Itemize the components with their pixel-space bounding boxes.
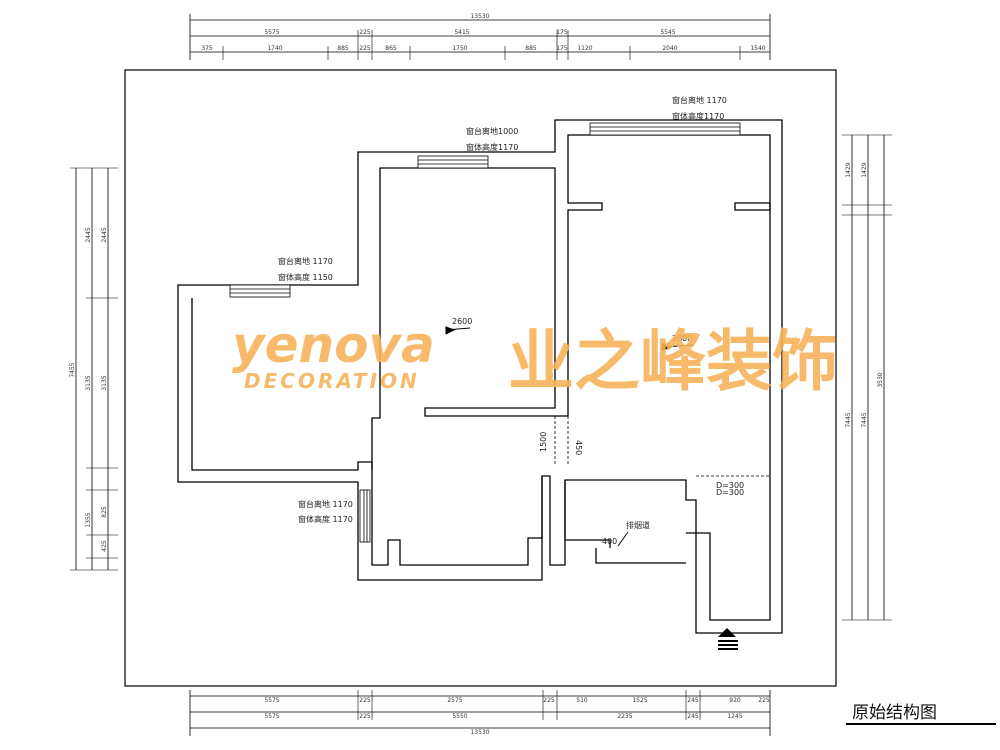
note-window-d-2: 窗体高度 1170 — [298, 514, 353, 524]
bottom-dim-j: 5575 — [264, 713, 279, 720]
bottom-dim-i: 225 — [758, 697, 770, 704]
right-total-dim: 3530 — [877, 372, 884, 387]
beam-note-3: D=300 — [716, 481, 744, 490]
note-window-a-1: 窗台离地 1170 — [278, 256, 333, 266]
annotations: 窗台离地 1170 窗体高度 1150 窗台离地1000 窗体高度1170 窗台… — [278, 95, 744, 547]
watermark-cn: 业之峰装饰 — [508, 323, 838, 400]
top-dim-e: 5545 — [660, 29, 675, 36]
top-dim-a: 5575 — [264, 29, 279, 36]
beam-note-4: D=300 — [716, 488, 744, 497]
top-dim-p: 1540 — [750, 45, 765, 52]
bottom-dim-h: 920 — [729, 697, 741, 704]
note-window-c-2: 窗体高度1170 — [672, 111, 724, 121]
note-window-d-1: 窗台离地 1170 — [298, 499, 353, 509]
top-dim-i: 225 — [359, 45, 371, 52]
left-dim-d: 425 — [101, 540, 108, 552]
room-height-1: 2600 — [452, 317, 472, 326]
top-dim-j: 865 — [385, 45, 397, 52]
top-total-dim: 13530 — [470, 13, 489, 20]
bottom-dim-g: 245 — [687, 697, 699, 704]
note-window-b-2: 窗体高度1170 — [466, 142, 518, 152]
left-dim-b: 3135 — [85, 375, 92, 390]
top-dim-n: 1120 — [577, 45, 592, 52]
note-window-c-1: 窗台离地 1170 — [672, 95, 727, 105]
top-dim-b: 225 — [359, 29, 371, 36]
bottom-dim-m: 2235 — [617, 713, 632, 720]
flue-label: 排烟道 — [626, 520, 650, 530]
caption-box: 原始结构图 — [846, 703, 996, 725]
room-markers — [445, 326, 695, 352]
drawing-caption: 原始结构图 — [852, 703, 937, 723]
bottom-total-dim: 13530 — [470, 729, 489, 736]
outer-wall-outline — [177, 119, 783, 634]
top-dim-d: 175 — [556, 29, 568, 36]
beams — [554, 416, 770, 477]
watermark-logo: yenova DECORATION 业之峰装饰 — [232, 316, 838, 400]
right-dim-a2: 1429 — [861, 162, 868, 177]
watermark-sub: DECORATION — [244, 369, 420, 393]
bottom-dim-k: 225 — [359, 713, 371, 720]
right-dim-c: 7445 — [845, 412, 852, 427]
right-dimensions: 1429 1429 7445 7445 3530 — [842, 134, 892, 621]
left-dim-a2: 2445 — [101, 227, 108, 242]
flue-leader — [617, 531, 629, 547]
walls — [177, 119, 783, 634]
beam-note-1: 1500 — [539, 432, 548, 452]
window-middle — [417, 155, 489, 169]
window-bottom — [359, 489, 371, 543]
bottom-dim-f: 1525 — [632, 697, 647, 704]
bottom-dim-b: 225 — [359, 697, 371, 704]
room-height-2: 2600 — [672, 334, 692, 343]
left-dim-a: 2445 — [85, 227, 92, 242]
top-dimensions: 13530 5575 225 5415 175 5545 375 1740 88… — [189, 13, 771, 60]
inner-wall-left — [191, 298, 543, 566]
drawing-frame — [124, 69, 837, 687]
top-dim-m: 175 — [556, 45, 568, 52]
wall-stub-right — [734, 202, 771, 211]
entrance-arrow-icon — [718, 628, 738, 650]
bottom-dim-a: 5575 — [264, 697, 279, 704]
window-left — [229, 284, 291, 298]
left-dim-c: 825 — [101, 506, 108, 518]
bottom-dim-l: 5550 — [452, 713, 467, 720]
bottom-dimensions: 5575 225 2575 225 510 1525 245 920 225 5… — [189, 690, 771, 736]
bottom-dim-c: 2575 — [447, 697, 462, 704]
left-dimensions: 7455 2445 2445 3135 3135 825 425 1355 — [69, 167, 118, 571]
note-window-a-2: 窗体高度 1150 — [278, 272, 333, 282]
left-dim-b2: 3135 — [101, 375, 108, 390]
top-dim-g: 1740 — [267, 45, 282, 52]
inner-wall-right — [371, 134, 771, 621]
right-dim-a: 1429 — [845, 162, 852, 177]
left-total-dim: 7455 — [69, 362, 76, 377]
windows — [229, 122, 741, 543]
right-dim-c2: 7445 — [861, 412, 868, 427]
watermark-latin: yenova — [232, 316, 435, 374]
beam-note-2: 450 — [574, 440, 583, 455]
kitchen-wall — [564, 480, 611, 548]
bottom-dim-d: 225 — [543, 697, 555, 704]
shaft-wall — [595, 548, 686, 564]
flue-dim: 400 — [602, 537, 617, 546]
top-dim-f: 375 — [201, 45, 213, 52]
top-dim-l: 885 — [525, 45, 537, 52]
note-window-b-1: 窗台离地1000 — [466, 126, 518, 136]
left-dim-e: 1355 — [85, 512, 92, 527]
window-right — [589, 122, 741, 136]
top-dim-k: 1750 — [452, 45, 467, 52]
top-dim-o: 2040 — [662, 45, 677, 52]
top-dim-h: 885 — [337, 45, 349, 52]
bottom-dim-o: 1245 — [727, 713, 742, 720]
top-dim-c: 5415 — [454, 29, 469, 36]
bottom-dim-e: 510 — [576, 697, 588, 704]
bottom-dim-n: 245 — [687, 713, 699, 720]
